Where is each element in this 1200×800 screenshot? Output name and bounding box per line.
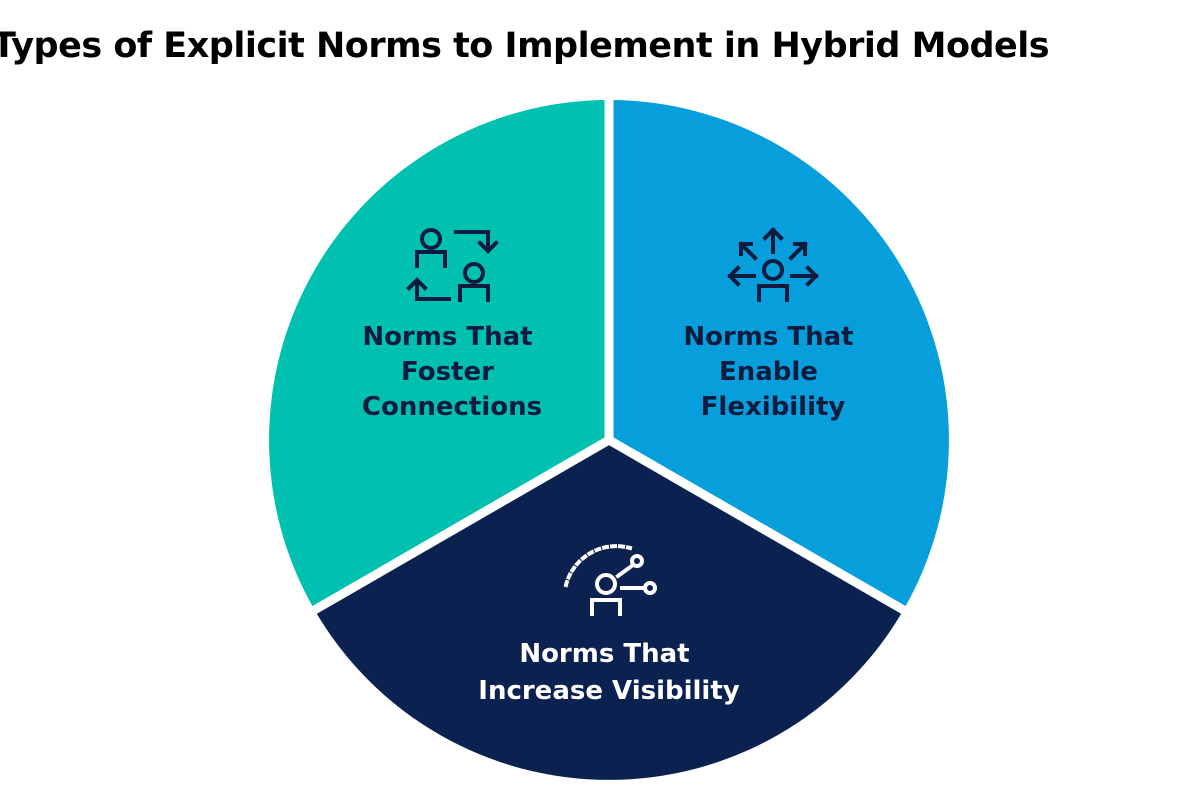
diagram-title: Types of Explicit Norms to Implement in … [0, 26, 1050, 66]
label-line: Foster [401, 357, 494, 387]
segment-foster-connections-label: Norms That Foster Connections [362, 322, 542, 422]
segment-dividers [308, 96, 910, 616]
label-line: Norms That [683, 322, 853, 352]
label-line: Enable [719, 357, 818, 387]
label-line: Flexibility [701, 392, 846, 422]
segment-foster-connections-wedge [269, 100, 609, 610]
person-arrows-out-icon [727, 227, 819, 302]
segment-enable-flexibility-wedge [609, 100, 949, 610]
segment-increase-visibility-wedge [314, 440, 904, 780]
people-exchange-icon [406, 228, 499, 302]
segment-foster-connections: Norms That Foster Connections [269, 100, 609, 610]
segment-increase-visibility-label: Norms That Increase Visibility [478, 639, 739, 706]
label-line: Norms That [362, 322, 532, 352]
segment-increase-visibility: Norms That Increase Visibility [314, 440, 904, 780]
person-visibility-icon [563, 544, 657, 616]
segment-enable-flexibility: Norms That Enable Flexibility [609, 100, 949, 610]
label-line: Norms That [519, 639, 689, 669]
label-line: Connections [362, 392, 542, 422]
segment-enable-flexibility-label: Norms That Enable Flexibility [683, 322, 862, 422]
label-line: Increase Visibility [478, 676, 739, 706]
